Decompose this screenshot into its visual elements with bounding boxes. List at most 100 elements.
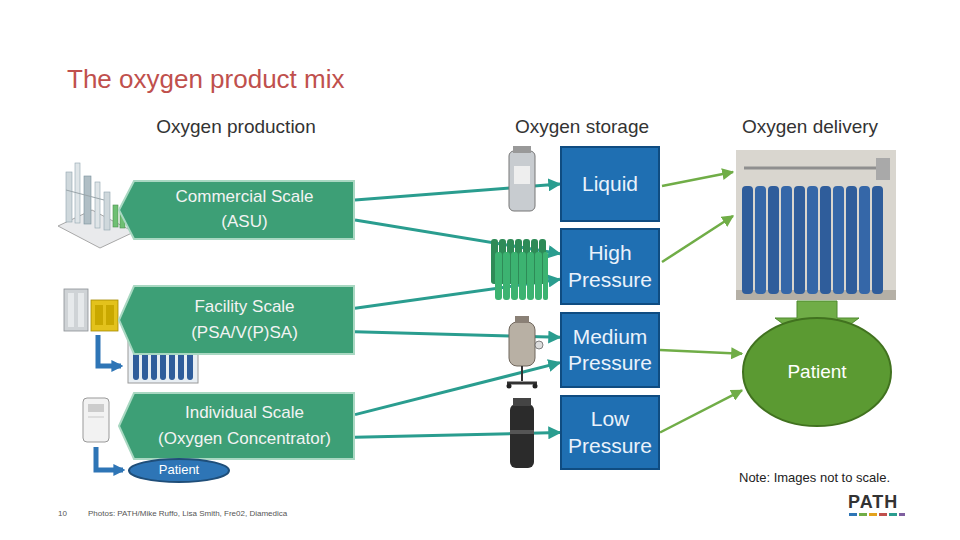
manifold-photo	[736, 150, 896, 300]
liquid-dewar-photo	[509, 151, 535, 211]
green-cylinders-photo	[491, 239, 548, 300]
scale-banner-outline	[118, 392, 355, 460]
manifold-photo	[859, 186, 870, 294]
flow-bend-arrow	[98, 335, 121, 366]
asu-plant-photo	[84, 176, 91, 224]
photo-credit: Photos: PATH/Mike Ruffo, Lisa Smith, Fre…	[88, 509, 287, 518]
psa-plant-photo	[78, 293, 84, 327]
banner-shape	[119, 393, 354, 459]
low-cylinder-photo	[510, 430, 534, 434]
asu-plant-photo	[66, 190, 104, 200]
psa-plant-photo	[64, 289, 88, 331]
psa-plant-photo	[106, 305, 114, 325]
manifold-photo	[736, 150, 896, 300]
manifold-photo	[820, 186, 831, 294]
medium-cylinder-photo	[533, 384, 538, 389]
node-text: Facility Scale (PSA/V(P)SA)	[185, 294, 305, 347]
banner-shape	[119, 181, 354, 239]
asu-plant-photo	[104, 192, 110, 230]
manifold-photo	[807, 186, 818, 294]
green-cylinders-photo	[519, 252, 526, 300]
manifold-photo	[744, 167, 888, 170]
patient-ellipse: Patient	[128, 458, 230, 483]
low-cylinder-photo	[510, 404, 534, 468]
asu-plant-photo	[95, 182, 100, 228]
ellipse-shape	[743, 318, 891, 426]
scale-banner: Individual Scale (Oxygen Concentrator)	[118, 392, 355, 460]
manifold-photo	[781, 186, 792, 294]
storage-box: Medium Pressure	[560, 312, 660, 388]
concentrator-photo	[83, 398, 109, 442]
medium-cylinder-photo	[507, 316, 544, 389]
concentrator-photo	[88, 404, 104, 412]
logo-mark	[849, 513, 905, 516]
asu-plant-photo	[66, 172, 72, 222]
liquid-dewar-photo	[514, 166, 530, 184]
column-heading: Oxygen production	[156, 116, 316, 138]
logo-mark	[869, 513, 877, 516]
flow-bend-arrow	[96, 447, 123, 470]
storage-box: Low Pressure	[560, 395, 660, 470]
logo-mark	[889, 513, 897, 516]
manifold-photo	[833, 186, 844, 294]
low-cylinder-photo	[513, 398, 531, 406]
medium-cylinder-photo	[521, 366, 523, 381]
green-cylinders-photo	[503, 252, 510, 300]
node-text: Commercial Scale (ASU)	[165, 185, 325, 234]
flow-arrow	[660, 350, 742, 354]
low-cylinder-photo	[510, 398, 534, 468]
flow-bend-arrow	[98, 335, 121, 366]
storage-box: High Pressure	[560, 228, 660, 305]
flow-arrow	[660, 390, 742, 432]
medium-cylinder-photo	[509, 322, 535, 366]
psa-plant-photo	[95, 305, 103, 325]
flow-arrow	[662, 216, 733, 262]
manifold-photo	[794, 186, 805, 294]
node-text: Liquid	[582, 171, 638, 197]
green-cylinders-photo	[511, 252, 518, 300]
green-cylinders-photo	[527, 252, 534, 300]
logo-mark	[899, 513, 905, 516]
medium-cylinder-photo	[507, 384, 512, 389]
patient-circle: Patient	[742, 317, 892, 427]
concentrator-photo	[88, 416, 104, 418]
asu-plant-photo	[113, 205, 118, 227]
psa-plant-photo	[64, 289, 118, 331]
green-cylinders-photo	[535, 252, 542, 300]
medium-cylinder-photo	[535, 341, 543, 349]
node-text: Individual Scale (Oxygen Concentrator)	[155, 400, 335, 453]
slide-title: The oxygen product mix	[67, 64, 344, 95]
psa-plant-photo	[68, 293, 74, 327]
node-text: Patient	[159, 463, 199, 477]
storage-box: Liquid	[560, 146, 660, 222]
note-text: Note: Images not to scale.	[739, 470, 890, 485]
green-cylinders-photo	[543, 252, 548, 300]
manifold-photo	[742, 186, 753, 294]
medium-cylinder-photo	[507, 382, 537, 385]
column-heading: Oxygen storage	[515, 116, 649, 138]
node-text: Low Pressure	[566, 406, 654, 459]
banner-shape	[119, 286, 354, 354]
manifold-photo	[872, 186, 883, 294]
manifold-photo	[846, 186, 857, 294]
ellipse-shape	[129, 459, 229, 482]
logo-text: PATH	[848, 492, 898, 513]
scale-banner: Facility Scale (PSA/V(P)SA)	[118, 285, 355, 355]
node-text: High Pressure	[566, 240, 654, 293]
flow-bend-arrow	[96, 447, 123, 470]
manifold-photo	[768, 186, 779, 294]
logo-mark	[859, 513, 867, 516]
psa-plant-photo	[91, 300, 118, 331]
scale-banner: Commercial Scale (ASU)	[118, 180, 355, 240]
flow-arrow	[662, 172, 733, 186]
logo-mark	[879, 513, 887, 516]
concentrator-photo	[83, 398, 109, 442]
manifold-photo	[876, 158, 890, 180]
column-heading: Oxygen delivery	[742, 116, 878, 138]
scale-banner-outline	[118, 285, 355, 355]
node-text: Patient	[787, 361, 846, 384]
page-number: 10	[58, 509, 67, 518]
green-cylinders-photo	[495, 252, 502, 300]
